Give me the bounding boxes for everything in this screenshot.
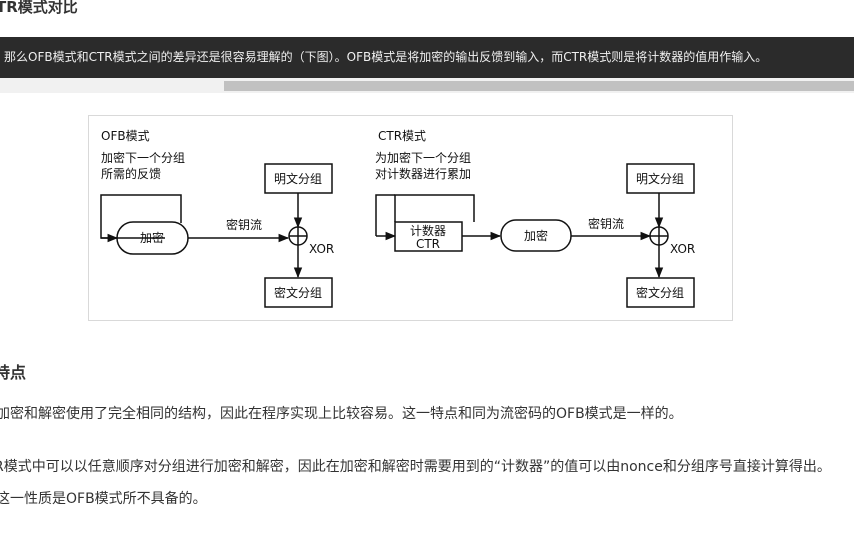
- ctr-plaintext-box: [626, 163, 695, 194]
- ctr-encrypt-label: 加密: [524, 228, 548, 243]
- ctr-feedback-label-1: 为加密下一个分组: [375, 150, 471, 165]
- ctr-keystream-label: 密钥流: [588, 216, 624, 231]
- ctr-feedback-label-2: 对计数器进行累加: [375, 166, 471, 181]
- ctr-plaintext-label: 明文分组: [636, 171, 684, 186]
- ofb-ctr-comparison-figure: OFB模式 加密下一个分组 所需的反馈 加密 密钥流 明文分组 XOR 密文分组…: [88, 115, 733, 321]
- ofb-feedback-label-2: 所需的反馈: [101, 166, 161, 181]
- ofb-title: OFB模式: [101, 129, 150, 143]
- ofb-feedback-loop: [100, 194, 182, 239]
- code-horizontal-scrollbar[interactable]: [0, 78, 854, 93]
- ofb-plaintext-label: 明文分组: [274, 171, 322, 186]
- paragraph-ofb-lacks: 这一性质是OFB模式所不具备的。: [0, 491, 207, 507]
- ctr-counter-label-2: CTR: [416, 237, 440, 251]
- ctr-ciphertext-box: [626, 277, 695, 308]
- code-text: 那么OFB模式和CTR模式之间的差异还是很容易理解的（下图）。OFB模式是将加密…: [4, 50, 768, 64]
- ctr-ciphertext-label: 密文分组: [636, 285, 684, 300]
- ofb-keystream-label: 密钥流: [226, 217, 262, 232]
- section-heading-ctr-comparison: TR模式对比: [0, 0, 78, 16]
- paragraph-random-order: R模式中可以以任意顺序对分组进行加密和解密，因此在加密和解密时需要用到的“计数器…: [0, 459, 831, 475]
- ctr-xor-label: XOR: [670, 242, 695, 256]
- ctr-title: CTR模式: [378, 129, 426, 143]
- code-block: 那么OFB模式和CTR模式之间的差异还是很容易理解的（下图）。OFB模式是将加密…: [0, 37, 854, 78]
- section-heading-features: 特点: [0, 363, 27, 382]
- ofb-xor-label: XOR: [309, 242, 334, 256]
- ctr-feedback-loop: [394, 194, 475, 222]
- ofb-feedback-label-1: 加密下一个分组: [101, 150, 185, 165]
- comparison-diagram: OFB模式 加密下一个分组 所需的反馈 加密 密钥流 明文分组 XOR 密文分组…: [100, 129, 695, 308]
- ofb-encrypt-label: 加密: [140, 230, 164, 245]
- ctr-counter-label-1: 计数器: [410, 223, 446, 238]
- paragraph-same-structure: 加密和解密使用了完全相同的结构，因此在程序实现上比较容易。这一特点和同为流密码的…: [0, 406, 683, 422]
- scrollbar-thumb[interactable]: [224, 81, 854, 91]
- ofb-ciphertext-label: 密文分组: [274, 285, 322, 300]
- ofb-ciphertext-box: [264, 277, 333, 308]
